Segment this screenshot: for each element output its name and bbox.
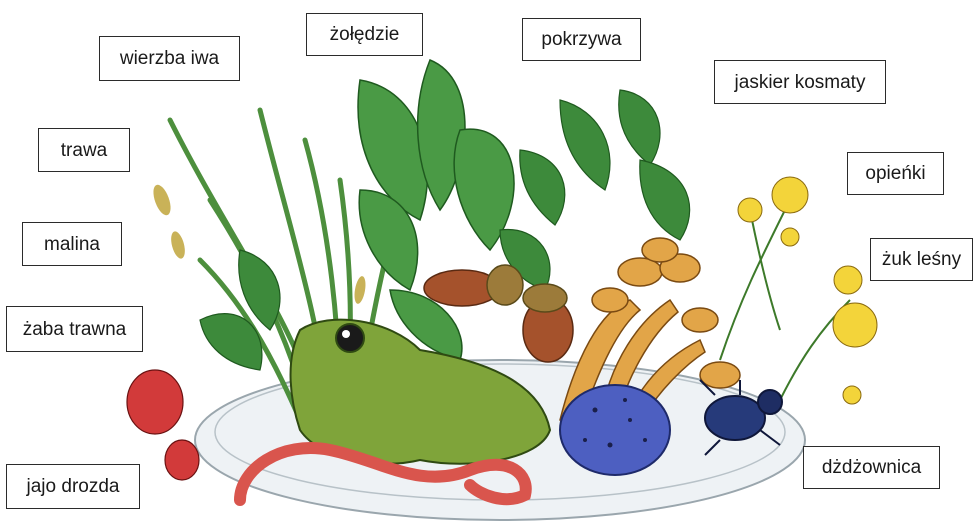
thrush-egg bbox=[560, 385, 670, 475]
label-zaba-trawna: żaba trawna bbox=[6, 306, 143, 352]
label-zoledzie: żołędzie bbox=[306, 13, 423, 56]
label-wierzba-iwa: wierzba iwa bbox=[99, 36, 240, 81]
buttercups bbox=[720, 177, 877, 404]
label-trawa: trawa bbox=[38, 128, 130, 172]
label-dzdzownica: dżdżownica bbox=[803, 446, 940, 489]
label-jajo-drozda: jajo drozda bbox=[6, 464, 140, 509]
willow-leaves bbox=[358, 60, 514, 360]
label-pokrzywa: pokrzywa bbox=[522, 18, 641, 61]
label-zuk-lesny: żuk leśny bbox=[870, 238, 973, 281]
label-malina: malina bbox=[22, 222, 122, 266]
label-opienki: opieńki bbox=[847, 152, 944, 195]
label-jaskier-kosmaty: jaskier kosmaty bbox=[714, 60, 886, 104]
